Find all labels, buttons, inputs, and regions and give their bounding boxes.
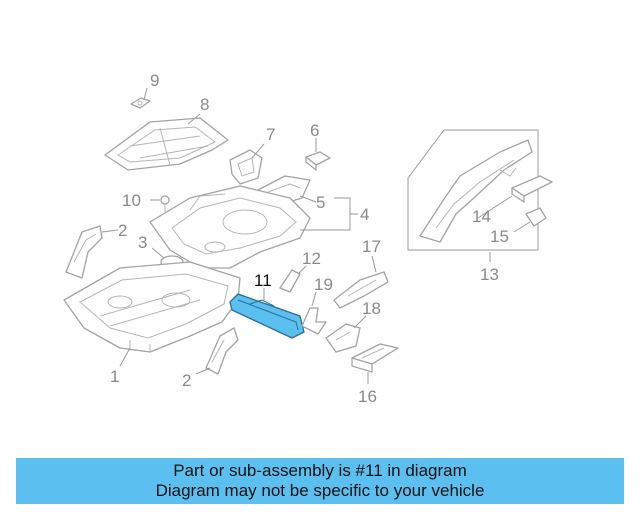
label-17: 17 [362,237,381,256]
part-18-bracket [325,323,361,353]
label-8: 8 [200,95,209,114]
part-10-bolt [160,195,170,212]
part-6-block [305,151,331,171]
part-1-main-floor [63,261,241,353]
part-17-rail [333,271,389,309]
label-13: 13 [480,265,499,284]
label-7: 7 [266,125,275,144]
label-10: 10 [122,191,141,210]
label-12: 12 [302,249,321,268]
label-18: 18 [362,299,381,318]
label-2-upper: 2 [118,221,127,240]
banner-line-1: Part or sub-assembly is #11 in diagram [173,461,467,480]
banner-line-2: Diagram may not be specific to your vehi… [155,481,485,500]
part-9-clip [130,97,151,109]
part-7-bracket [229,149,263,185]
callout-labels: 9 8 7 6 10 5 4 3 2 1 2 11 12 19 17 18 16… [110,71,509,406]
label-6: 6 [310,121,319,140]
label-4: 4 [360,205,369,224]
label-19: 19 [314,275,333,294]
parts-diagram: 9 8 7 6 10 5 4 3 2 1 2 11 12 19 17 18 16… [63,71,553,406]
part-16-rail [351,343,399,373]
label-5: 5 [316,193,325,212]
label-3: 3 [138,233,147,252]
part-2-upper-member [65,225,103,279]
label-14: 14 [472,207,491,226]
part-8-cover [104,117,229,171]
label-2-lower: 2 [182,371,191,390]
label-15: 15 [490,227,509,246]
label-16: 16 [358,387,377,406]
part-19-bracket [301,307,327,335]
part-2-lower-bracket [205,327,239,375]
part-12-bracket [279,269,301,293]
leader-lines [101,87,531,384]
label-1: 1 [110,367,119,386]
part-11-crossmember[interactable] [229,293,305,339]
label-9: 9 [150,71,159,90]
part-13-inset-box [407,129,553,251]
label-11: 11 [254,271,272,290]
info-banner: Part or sub-assembly is #11 in diagram D… [16,458,624,504]
